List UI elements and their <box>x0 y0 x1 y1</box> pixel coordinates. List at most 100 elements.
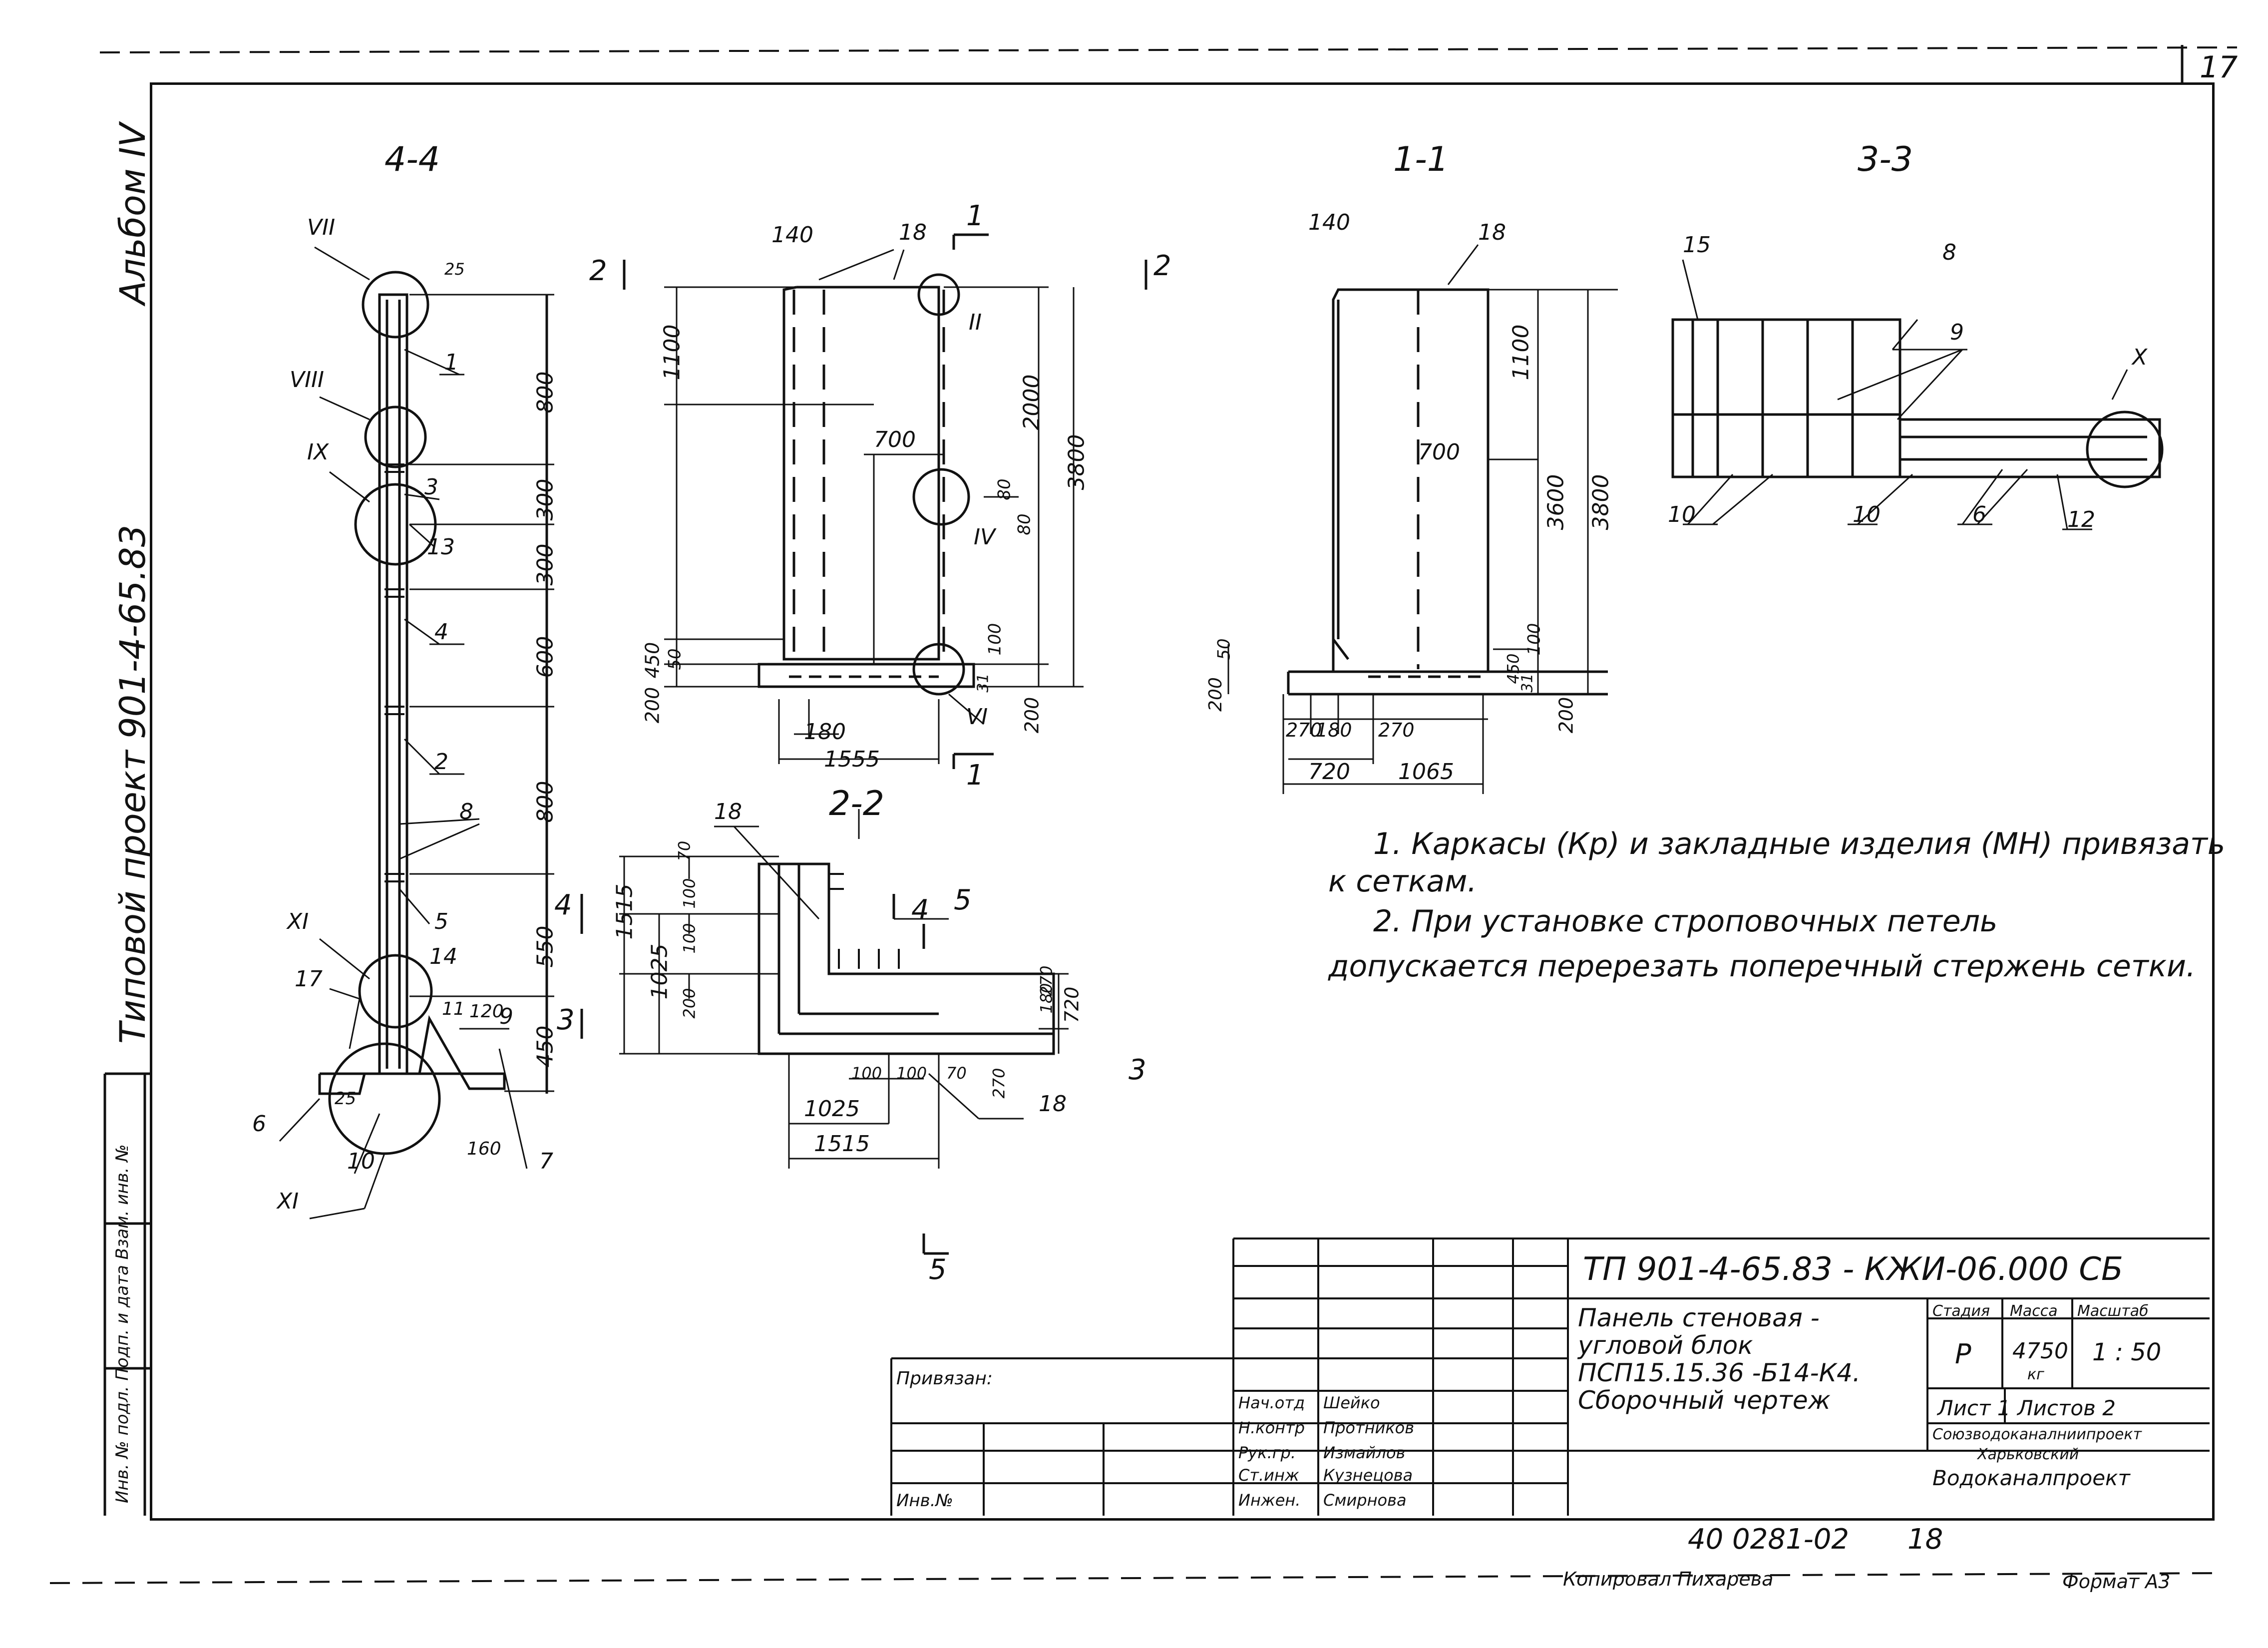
name-5: Смирнова <box>1323 1491 1407 1510</box>
pos-13: 13 <box>427 534 455 560</box>
dim-120: 120 <box>469 1001 504 1022</box>
stage-value: Р <box>1955 1338 1971 1370</box>
name-4: Кузнецова <box>1323 1466 1413 1485</box>
pos-17: 17 <box>295 966 323 992</box>
pos-10: 10 <box>347 1149 375 1174</box>
name-line-3: ПСП15.15.36 -Б14-К4. <box>1578 1358 1861 1387</box>
section-2-2-title: 2-2 <box>829 784 885 824</box>
section-3-3-drawing <box>1671 259 2164 530</box>
dim-800b: 800 <box>532 781 558 823</box>
s22-dim-1025v: 1025 <box>647 943 673 1000</box>
note-1-line1: 1. Каркасы (Кр) и закладные изделия (МН)… <box>1373 826 2226 861</box>
s22-dim-720: 720 <box>1061 986 1083 1023</box>
elev-cut-1b: 1 <box>966 759 984 792</box>
title-block-lines <box>890 1237 2210 1516</box>
elev-dim-450: 450 <box>641 642 664 679</box>
scale-value: 1 : 50 <box>2092 1338 2162 1366</box>
s22-dim-270b: 270 <box>989 1068 1009 1099</box>
elev-callout-iv: IV <box>974 524 996 550</box>
s11-pos-18: 18 <box>1478 220 1506 245</box>
s22-dim-100d: 100 <box>896 1064 927 1083</box>
name-line-4: Сборочный чертеж <box>1578 1386 1831 1415</box>
callout-viii: VIII <box>290 367 325 393</box>
dim-300b: 300 <box>532 543 558 586</box>
s22-cut-4: 4 <box>911 894 929 926</box>
name-1: Шейко <box>1323 1393 1380 1412</box>
footer-code2: 18 <box>1907 1523 1943 1556</box>
elev-dim-1555: 1555 <box>824 747 880 772</box>
s11-dim-3600: 3600 <box>1543 474 1569 530</box>
elev-dim-31: 31 <box>974 673 992 693</box>
s22-dim-1515v: 1515 <box>612 883 638 940</box>
s33-pos-15: 15 <box>1683 232 1711 258</box>
pos-1: 1 <box>444 350 458 375</box>
pos-4: 4 <box>434 619 448 645</box>
elev-dim-180: 180 <box>804 719 846 745</box>
section-1-1-title: 1-1 <box>1393 140 1449 179</box>
elev-dim-80a: 80 <box>994 478 1015 500</box>
s33-callout-x: X <box>2132 345 2148 370</box>
pos-14: 14 <box>429 944 457 969</box>
role-2: Н.контр <box>1238 1418 1305 1437</box>
note-2-line2: допускается перерезать поперечный стерже… <box>1328 949 2196 984</box>
s11-dim-50: 50 <box>1214 638 1234 660</box>
footer-code: 40 0281-02 <box>1688 1523 1850 1556</box>
elev-dim-140: 140 <box>771 222 813 248</box>
scale-header: Масштаб <box>2077 1302 2149 1320</box>
s11-dim-200b: 200 <box>1555 697 1577 734</box>
footer-copied: Копировал Пихарева <box>1563 1568 1774 1590</box>
elev-cut-2b: 2 <box>1153 250 1171 282</box>
sheet-label: Лист 1 <box>1937 1396 2011 1420</box>
elev-dim-200a: 200 <box>641 687 664 724</box>
s11-dim-450: 450 <box>1504 653 1523 684</box>
s22-cut-3: 3 <box>1129 1054 1146 1086</box>
elev-dim-100: 100 <box>985 623 1005 656</box>
dim-25a: 25 <box>444 260 465 279</box>
elev-dim-1100: 1100 <box>659 324 685 381</box>
dim-160: 160 <box>467 1139 501 1159</box>
elevation-drawing <box>623 233 1147 839</box>
section-2-2-drawing <box>619 825 1069 1255</box>
s22-pos-18a: 18 <box>714 799 742 824</box>
section-1-1-drawing <box>1227 244 1618 794</box>
name-2: Протников <box>1323 1418 1415 1437</box>
s22-dim-100c: 100 <box>851 1064 882 1083</box>
s33-pos-6: 6 <box>1972 502 1986 527</box>
s11-dim-140: 140 <box>1308 210 1350 235</box>
s11-dim-1065: 1065 <box>1398 759 1454 785</box>
cut-mark-3: 3 <box>557 1004 575 1036</box>
s11-dim-100: 100 <box>1524 623 1544 656</box>
callout-ix: IX <box>307 439 329 465</box>
s22-dim-1025: 1025 <box>804 1096 860 1122</box>
pos-6: 6 <box>252 1111 266 1137</box>
callout-xi-bottom: XI <box>277 1189 299 1214</box>
dim-300a: 300 <box>532 478 558 521</box>
footer-format: Формат А3 <box>2062 1571 2171 1593</box>
elev-dim-80b: 80 <box>1014 513 1035 535</box>
sheet-number: 17 <box>2200 50 2238 85</box>
pos-9: 9 <box>499 1004 513 1029</box>
name-3: Измайлов <box>1323 1443 1406 1462</box>
elev-dim-3800: 3800 <box>1064 434 1090 490</box>
pos-3: 3 <box>424 474 438 500</box>
s22-dim-270: 270 <box>1037 965 1056 996</box>
s22-cut-5: 5 <box>954 884 972 916</box>
pos-5: 5 <box>434 909 448 934</box>
org-line-2: Харьковский <box>1977 1446 2079 1463</box>
note-2-line1: 2. При установке строповочных петель <box>1373 904 1998 939</box>
section-4-4-title: 4-4 <box>384 140 440 179</box>
elev-pos-18: 18 <box>899 220 927 245</box>
elev-dim-700: 700 <box>874 427 916 452</box>
sheet-frame <box>150 82 2215 1521</box>
dim-550: 550 <box>532 925 558 968</box>
s11-dim-700: 700 <box>1418 439 1460 465</box>
pos-2: 2 <box>434 749 448 775</box>
elev-cut-2a: 2 <box>589 255 607 287</box>
org-line-3: Водоканалпроект <box>1932 1466 2130 1490</box>
dim-600: 600 <box>532 636 558 678</box>
s22-dim-70b: 70 <box>946 1064 967 1083</box>
s11-dim-270a: 270 <box>1286 719 1322 741</box>
s22-dim-200: 200 <box>680 988 699 1019</box>
section-3-3-title: 3-3 <box>1858 140 1913 179</box>
role-3: Рук.гр. <box>1238 1443 1296 1462</box>
